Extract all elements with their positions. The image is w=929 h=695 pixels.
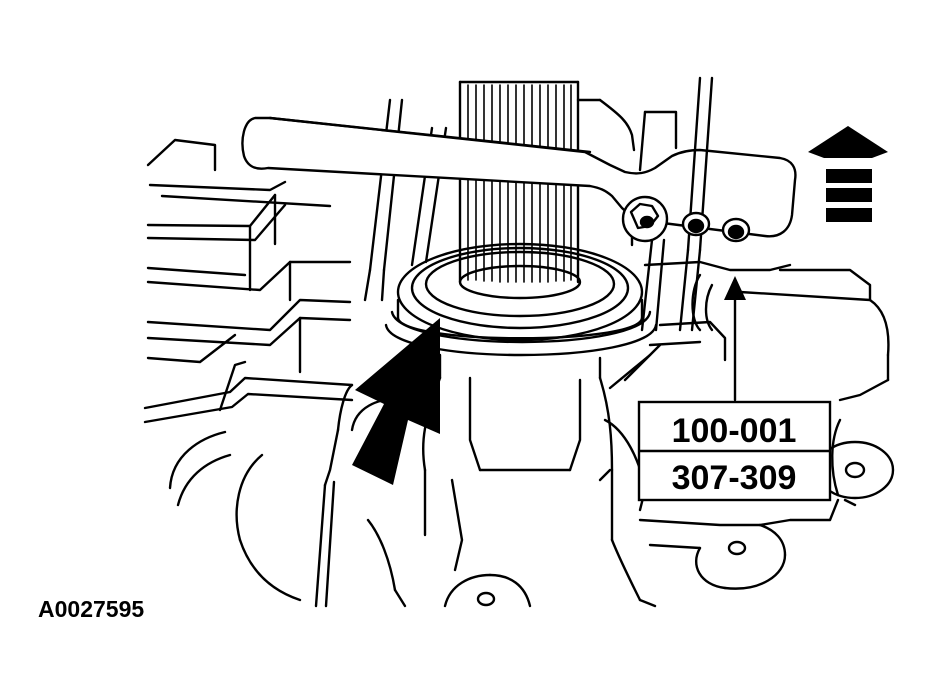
housing-right bbox=[608, 260, 890, 507]
pointer-arrowhead bbox=[724, 276, 746, 300]
up-direction-icon bbox=[808, 126, 888, 222]
mounting-frame bbox=[143, 138, 354, 507]
figure-id: A0027595 bbox=[38, 596, 144, 622]
force-arrow-icon bbox=[352, 318, 440, 485]
tool-number-box: 100-001 307-309 bbox=[637, 400, 832, 502]
tool-number-2: 307-309 bbox=[672, 459, 797, 497]
bar-bolt-and-holes bbox=[621, 195, 751, 243]
oil-seal bbox=[384, 242, 658, 380]
tool-number-1: 100-001 bbox=[672, 412, 797, 450]
puller-bar bbox=[241, 116, 797, 238]
